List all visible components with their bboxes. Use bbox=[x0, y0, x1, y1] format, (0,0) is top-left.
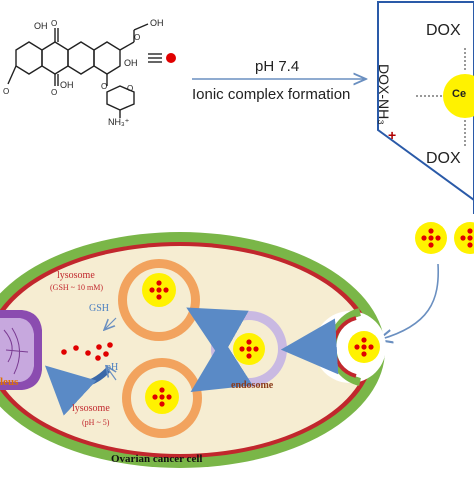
ceria-core-label: Ce bbox=[452, 88, 467, 100]
release-trigger-arrows bbox=[104, 317, 116, 381]
complex-left-dox: DOX-NH₃ bbox=[376, 64, 392, 125]
zoom-callout bbox=[377, 1, 474, 202]
lysosome-top-label: lysosome bbox=[57, 270, 95, 281]
ph-label: pH bbox=[106, 362, 119, 373]
oxygen-label-top: O bbox=[51, 19, 57, 28]
cerium-ion-dot bbox=[166, 53, 176, 63]
bond-symbol bbox=[148, 53, 162, 63]
oxygen-label-bottom: O bbox=[51, 88, 57, 97]
lysosome-bottom-condition: (pH ~ 5) bbox=[82, 418, 110, 427]
release-arrow bbox=[44, 365, 111, 416]
endosome-label: endosome bbox=[231, 380, 274, 391]
cell-label: Ovarian cancer cell bbox=[111, 453, 203, 465]
complex-top-dox: DOX bbox=[426, 22, 461, 39]
reaction-process: Ionic complex formation bbox=[192, 86, 351, 103]
reaction-condition: pH 7.4 bbox=[255, 58, 300, 75]
oh-label-1: OH bbox=[34, 21, 48, 31]
lysosome-top bbox=[118, 259, 200, 341]
trafficking-arrows bbox=[186, 307, 339, 393]
lysosome-bottom-label: lysosome bbox=[72, 403, 110, 414]
oh-label-4: OH bbox=[150, 18, 164, 28]
lysosome-top-condition: (GSH ~ 10 mM) bbox=[50, 283, 103, 292]
nucleus-label: leus bbox=[0, 376, 19, 388]
released-drug-dots bbox=[61, 342, 113, 361]
complex-left-charge: + bbox=[388, 127, 397, 143]
molecule-atom-labels: O O O O O O bbox=[3, 19, 140, 97]
nucleus bbox=[0, 310, 42, 390]
ketone-oxygen-label: O bbox=[134, 33, 140, 42]
doxorubicin-structure bbox=[7, 23, 149, 118]
oh-label-2: OH bbox=[60, 80, 74, 90]
nanoparticle-free-2 bbox=[454, 222, 474, 254]
lysosome-bottom bbox=[122, 358, 202, 438]
oh-label-3: OH bbox=[124, 58, 138, 68]
glycoside-oxygen-label: O bbox=[101, 82, 107, 91]
methoxy-oxygen-label: O bbox=[3, 87, 9, 96]
nanoparticle-free-1 bbox=[415, 222, 447, 254]
cancer-cell bbox=[0, 232, 386, 468]
complex-bottom-dox: DOX bbox=[426, 150, 461, 167]
nanoparticle-entering bbox=[348, 331, 380, 363]
gsh-label: GSH bbox=[89, 303, 110, 314]
ring-oxygen-label: O bbox=[127, 84, 133, 93]
ceria-core bbox=[416, 48, 474, 146]
uptake-arrow bbox=[378, 263, 440, 340]
amine-label: NH₃⁺ bbox=[108, 117, 130, 127]
